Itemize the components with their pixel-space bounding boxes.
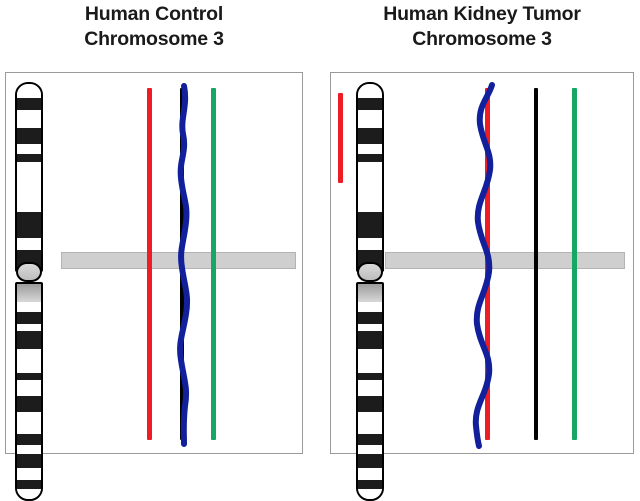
green-probe-line — [572, 88, 577, 440]
ideogram-band — [17, 162, 41, 212]
ideogram-band — [17, 331, 41, 349]
panel-title-tumor-line2: Chromosome 3 — [412, 28, 552, 50]
ideogram-q-arm — [356, 282, 384, 501]
ideogram-band — [358, 238, 382, 250]
ideogram-band — [358, 284, 382, 302]
ideogram-band — [358, 84, 382, 98]
ideogram-p-arm — [356, 82, 384, 272]
ideogram-band — [17, 349, 41, 373]
ideogram-band — [17, 380, 41, 396]
ideogram-band — [358, 480, 382, 489]
ideogram-band — [358, 110, 382, 128]
green-probe-line — [211, 88, 216, 440]
panel-tumor — [330, 72, 634, 501]
black-reference-line — [534, 88, 538, 440]
panel-title-tumor: Human Kidney Tumor Chromosome 3 — [330, 2, 634, 52]
red-probe-line — [147, 88, 152, 440]
ideogram-band — [17, 445, 41, 454]
ideogram-band — [17, 312, 41, 324]
ideogram-band — [358, 331, 382, 349]
ideogram-band — [358, 445, 382, 454]
ideogram-band — [17, 284, 41, 302]
ideogram-band — [358, 128, 382, 144]
ideogram-band — [17, 324, 41, 331]
ideogram-band — [17, 468, 41, 480]
ideogram-band — [358, 396, 382, 412]
ideogram-band — [358, 380, 382, 396]
ideogram-band — [358, 154, 382, 162]
ideogram-band — [358, 324, 382, 331]
ideogram-band — [17, 454, 41, 468]
ideogram-band — [358, 302, 382, 312]
ideogram-band — [17, 128, 41, 144]
chromosome-comparison-figure: Human Control Chromosome 3 Human Kidney … — [5, 2, 634, 501]
ideogram-q-arm — [15, 282, 43, 501]
ideogram-band — [358, 454, 382, 468]
ideogram-band — [17, 154, 41, 162]
panel-title-control-line2: Chromosome 3 — [84, 28, 224, 50]
ideogram-band — [358, 349, 382, 373]
ideogram-centromere — [16, 262, 42, 282]
panel-control — [5, 72, 303, 501]
ideogram-band — [358, 412, 382, 434]
panel-title-tumor-line1: Human Kidney Tumor — [383, 3, 581, 25]
red-fragment-line — [338, 93, 343, 183]
panel-title-control-line1: Human Control — [84, 3, 224, 25]
ideogram-centromere — [357, 262, 383, 282]
blue-signal-line — [472, 82, 495, 449]
ideogram-band — [17, 373, 41, 380]
chromosome-3-ideogram — [356, 82, 384, 501]
ideogram-band — [17, 302, 41, 312]
ideogram-band — [358, 98, 382, 110]
ideogram-band — [17, 480, 41, 489]
ideogram-band — [358, 212, 382, 238]
ideogram-band — [358, 373, 382, 380]
ideogram-band — [17, 434, 41, 445]
ideogram-band — [17, 212, 41, 238]
ideogram-band — [17, 98, 41, 110]
chromosome-3-ideogram — [15, 82, 43, 501]
ideogram-band — [17, 489, 41, 499]
ideogram-band — [17, 396, 41, 412]
ideogram-p-arm — [15, 82, 43, 272]
ideogram-band — [17, 144, 41, 154]
ideogram-band — [358, 468, 382, 480]
ideogram-band — [358, 489, 382, 499]
ideogram-band — [358, 434, 382, 445]
ideogram-band — [358, 144, 382, 154]
panel-title-control: Human Control Chromosome 3 — [5, 2, 303, 52]
ideogram-band — [17, 84, 41, 98]
gray-metaphase-band — [385, 252, 625, 269]
ideogram-band — [17, 238, 41, 250]
ideogram-band — [17, 412, 41, 434]
ideogram-band — [358, 312, 382, 324]
blue-signal-line — [177, 83, 191, 447]
ideogram-band — [358, 162, 382, 212]
ideogram-band — [17, 110, 41, 128]
